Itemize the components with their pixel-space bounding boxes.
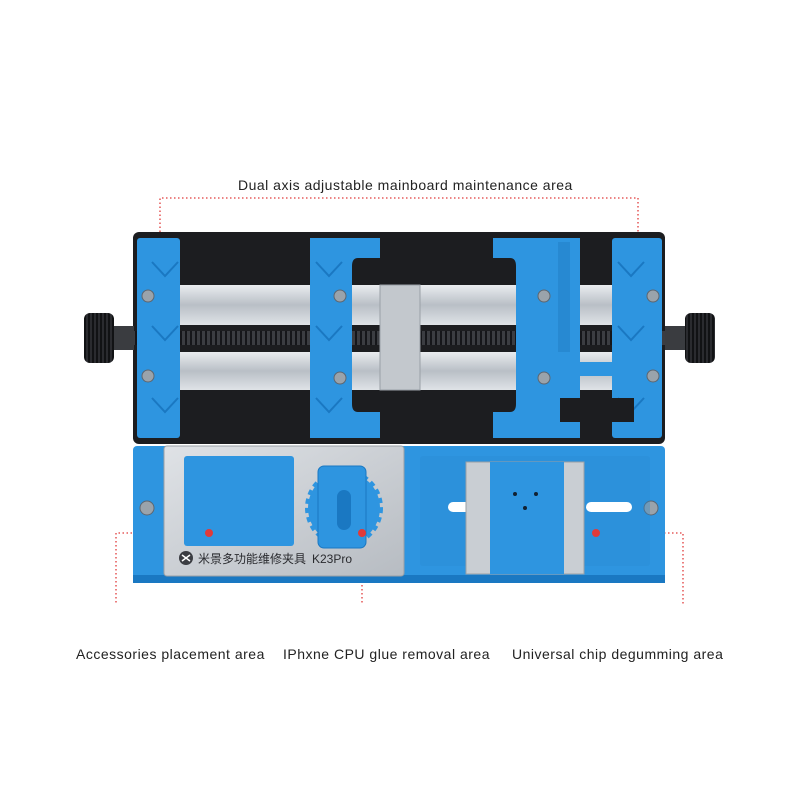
plate-marking-model: K23Pro [312,552,352,566]
cpu-marker-dot [358,529,366,537]
top-area-label: Dual axis adjustable mainboard maintenan… [238,177,573,193]
universal-marker-dot [592,529,600,537]
plate-marking-chinese: 米景多功能维修夹具 [198,551,306,566]
top-leader-line [159,197,639,232]
right-clamp-block[interactable] [493,238,580,438]
accessories-area-label: Accessories placement area [76,646,265,662]
slot-right [586,502,632,512]
accessories-marker-dot [205,529,213,537]
universal-area [420,456,650,575]
cpu-gear-pocket [305,465,383,549]
accessories-pocket [184,456,294,546]
clamp-bridge-top [560,362,612,376]
clamp-bridge-bottom [560,398,634,422]
universal-area-label: Universal chip degumming area [512,646,724,662]
far-right-clamp-block[interactable] [612,238,662,438]
middle-clamp-block[interactable] [310,238,380,438]
right-knob-icon[interactable] [665,313,715,363]
left-knob-icon[interactable] [84,313,134,363]
tray-screw-right [643,500,659,516]
tray-screw-left [139,500,155,516]
cpu-area-label: IPhxne CPU glue removal area [283,646,490,662]
accessories-leader-line [115,532,208,605]
center-steel-clamp [379,284,421,391]
plate-logo-icon [179,551,193,565]
left-clamp-block[interactable] [137,238,180,438]
chip-block [490,462,564,574]
